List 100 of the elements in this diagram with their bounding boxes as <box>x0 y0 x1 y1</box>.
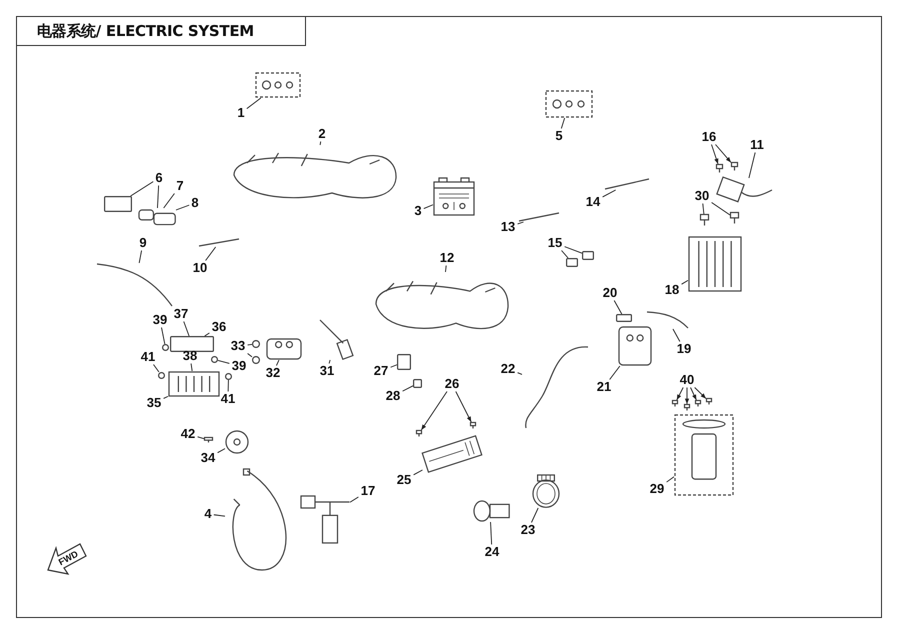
battery-drawing <box>433 176 475 216</box>
callout-number: 24 <box>484 545 500 559</box>
leader-line <box>247 344 252 346</box>
nut-icon <box>225 373 232 380</box>
connector-plug <box>413 379 422 388</box>
callout-number: 41 <box>140 350 156 364</box>
leader-line <box>153 364 160 372</box>
callout-number: 3 <box>413 204 423 218</box>
callout-number: 31 <box>318 364 336 378</box>
callout-number: 29 <box>648 482 666 496</box>
connector-plug <box>566 258 578 267</box>
relay-drawing <box>618 326 652 366</box>
leader-line <box>614 300 622 314</box>
leader-line <box>176 204 190 210</box>
screw-icon <box>695 400 701 407</box>
leader-line <box>163 193 175 208</box>
leader-line <box>157 185 160 208</box>
leader-line <box>602 190 616 198</box>
callout-number: 6 <box>154 171 164 185</box>
regulator-drawing <box>688 236 742 292</box>
fuel-pump-drawing <box>674 414 734 496</box>
leader-line <box>402 385 414 392</box>
leader-line <box>246 98 262 110</box>
leader-line <box>183 321 190 336</box>
control-unit-drawing <box>420 438 484 470</box>
screw-icon <box>470 422 476 429</box>
horn-drawing <box>225 430 249 454</box>
callout-number: 11 <box>749 138 765 152</box>
leader-line <box>320 141 322 146</box>
rod-drawing <box>604 178 650 190</box>
leader-line <box>666 476 674 482</box>
leader-line <box>218 360 230 364</box>
leader-line <box>711 144 718 164</box>
callout-number: 35 <box>146 396 162 410</box>
leader-line <box>138 250 142 264</box>
callout-number: 5 <box>554 129 564 143</box>
callout-number: 32 <box>264 366 282 380</box>
callout-number: 1 <box>236 106 246 120</box>
callout-number: 9 <box>138 236 148 250</box>
leader-line <box>390 364 398 368</box>
callout-number: 37 <box>172 307 190 321</box>
screw-icon <box>716 164 723 173</box>
leader-line <box>423 204 434 210</box>
leader-line <box>190 363 193 372</box>
leader-line <box>161 327 166 344</box>
callout-number: 21 <box>596 380 612 394</box>
spark-plug-cap-drawing <box>318 318 354 360</box>
callout-number: 25 <box>396 473 412 487</box>
leader-line <box>163 396 168 399</box>
nut-icon <box>158 372 165 379</box>
screw-icon <box>706 398 712 405</box>
callout-number: 17 <box>360 484 376 498</box>
bolt-icon <box>700 214 709 226</box>
leader-line <box>213 514 226 517</box>
switch-housing <box>104 196 132 212</box>
screw-icon <box>731 162 738 171</box>
callout-number: 30 <box>694 189 710 203</box>
leader-line <box>672 328 680 342</box>
screw-icon <box>672 400 678 407</box>
leader-line <box>445 265 447 272</box>
leader-line <box>694 387 706 400</box>
leader-line <box>228 380 229 392</box>
callout-number: 33 <box>230 339 246 353</box>
leader-line <box>517 372 522 375</box>
callout-number: 14 <box>584 195 602 209</box>
nut-icon <box>162 344 169 351</box>
leader-line <box>517 222 524 224</box>
wire-drawing <box>96 263 174 307</box>
callout-number: 39 <box>152 313 168 327</box>
callout-number: 23 <box>520 523 536 537</box>
callout-number: 34 <box>200 451 216 465</box>
bolt-icon <box>730 212 739 224</box>
leader-line <box>455 391 472 422</box>
leader-line <box>564 246 582 254</box>
leader-line <box>676 387 684 400</box>
leader-line <box>748 152 756 178</box>
fuse <box>616 314 632 322</box>
callout-number: 26 <box>444 377 460 391</box>
leader-line <box>609 366 620 380</box>
callout-number: 42 <box>180 427 196 441</box>
callout-number: 22 <box>500 362 516 376</box>
leader-line <box>350 496 359 503</box>
bolt-head-icon <box>252 356 260 364</box>
fuse-cover <box>170 336 214 352</box>
callout-number: 18 <box>664 283 680 297</box>
callout-number: 41 <box>220 392 236 406</box>
callout-number: 12 <box>438 251 456 265</box>
bolt-head-icon <box>252 340 260 348</box>
leader-line <box>681 280 688 285</box>
callout-number: 8 <box>190 196 200 210</box>
ignition-coil-drawing <box>266 338 302 360</box>
callout-number: 10 <box>192 261 208 275</box>
leader-line <box>715 144 732 163</box>
leader-line <box>684 387 690 404</box>
callout-number: 40 <box>678 373 696 387</box>
callout-number: 16 <box>700 130 718 144</box>
callout-number: 20 <box>602 286 618 300</box>
rod-drawing <box>198 238 240 247</box>
callout-number: 38 <box>182 349 198 363</box>
leader-line <box>690 387 697 400</box>
